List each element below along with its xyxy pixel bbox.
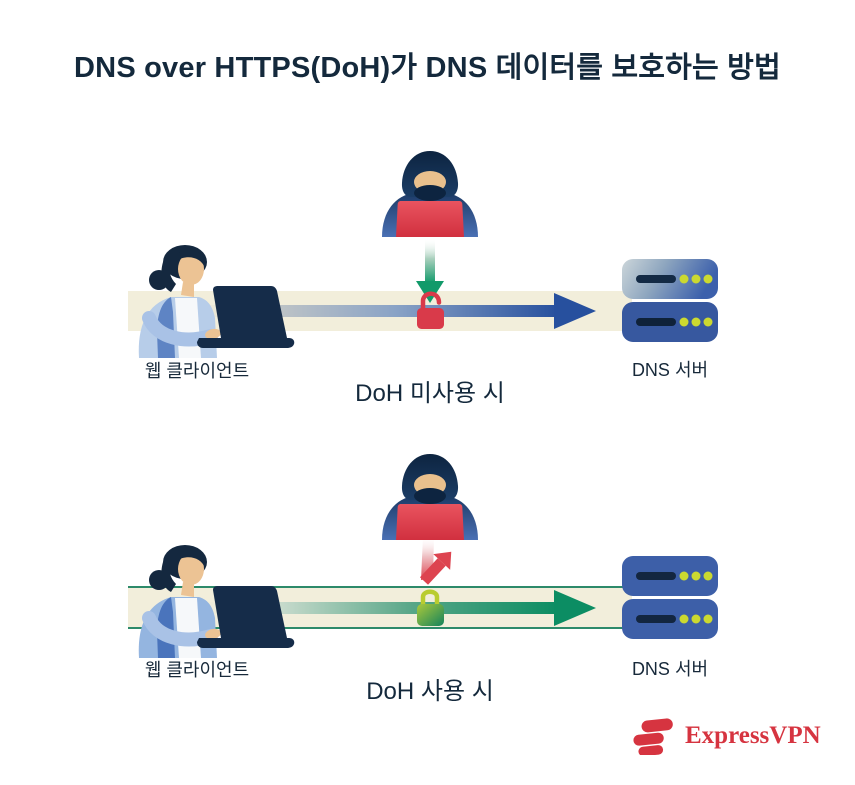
dns-server-icon [622, 556, 718, 639]
section-caption-no-doh: DoH 미사용 시 [355, 380, 505, 407]
web-client-illustration [138, 545, 295, 658]
deflected-attack-arrow-icon [419, 536, 452, 585]
expressvpn-logo-icon [633, 718, 673, 755]
page-title: DNS over HTTPS(DoH)가 DNS 데이터를 보호하는 방법 [74, 52, 781, 84]
dns-query-arrow-blue [196, 293, 596, 329]
server-label: DNS 서버 [631, 659, 709, 679]
server-label: DNS 서버 [631, 360, 709, 380]
client-label: 웹 클라이언트 [144, 660, 250, 680]
dns-server-icon [622, 259, 718, 342]
section-caption-with-doh: DoH 사용 시 [366, 678, 494, 705]
web-client-illustration [138, 245, 295, 358]
locked-padlock-icon [417, 589, 444, 626]
hacker-icon [382, 454, 478, 540]
brand-lockup: ExpressVPN [632, 717, 821, 755]
brand-wordmark: ExpressVPN [685, 722, 821, 749]
hacker-icon [382, 151, 478, 237]
client-label: 웹 클라이언트 [144, 361, 250, 381]
dns-query-arrow-green [196, 590, 596, 626]
open-padlock-icon [417, 291, 444, 329]
